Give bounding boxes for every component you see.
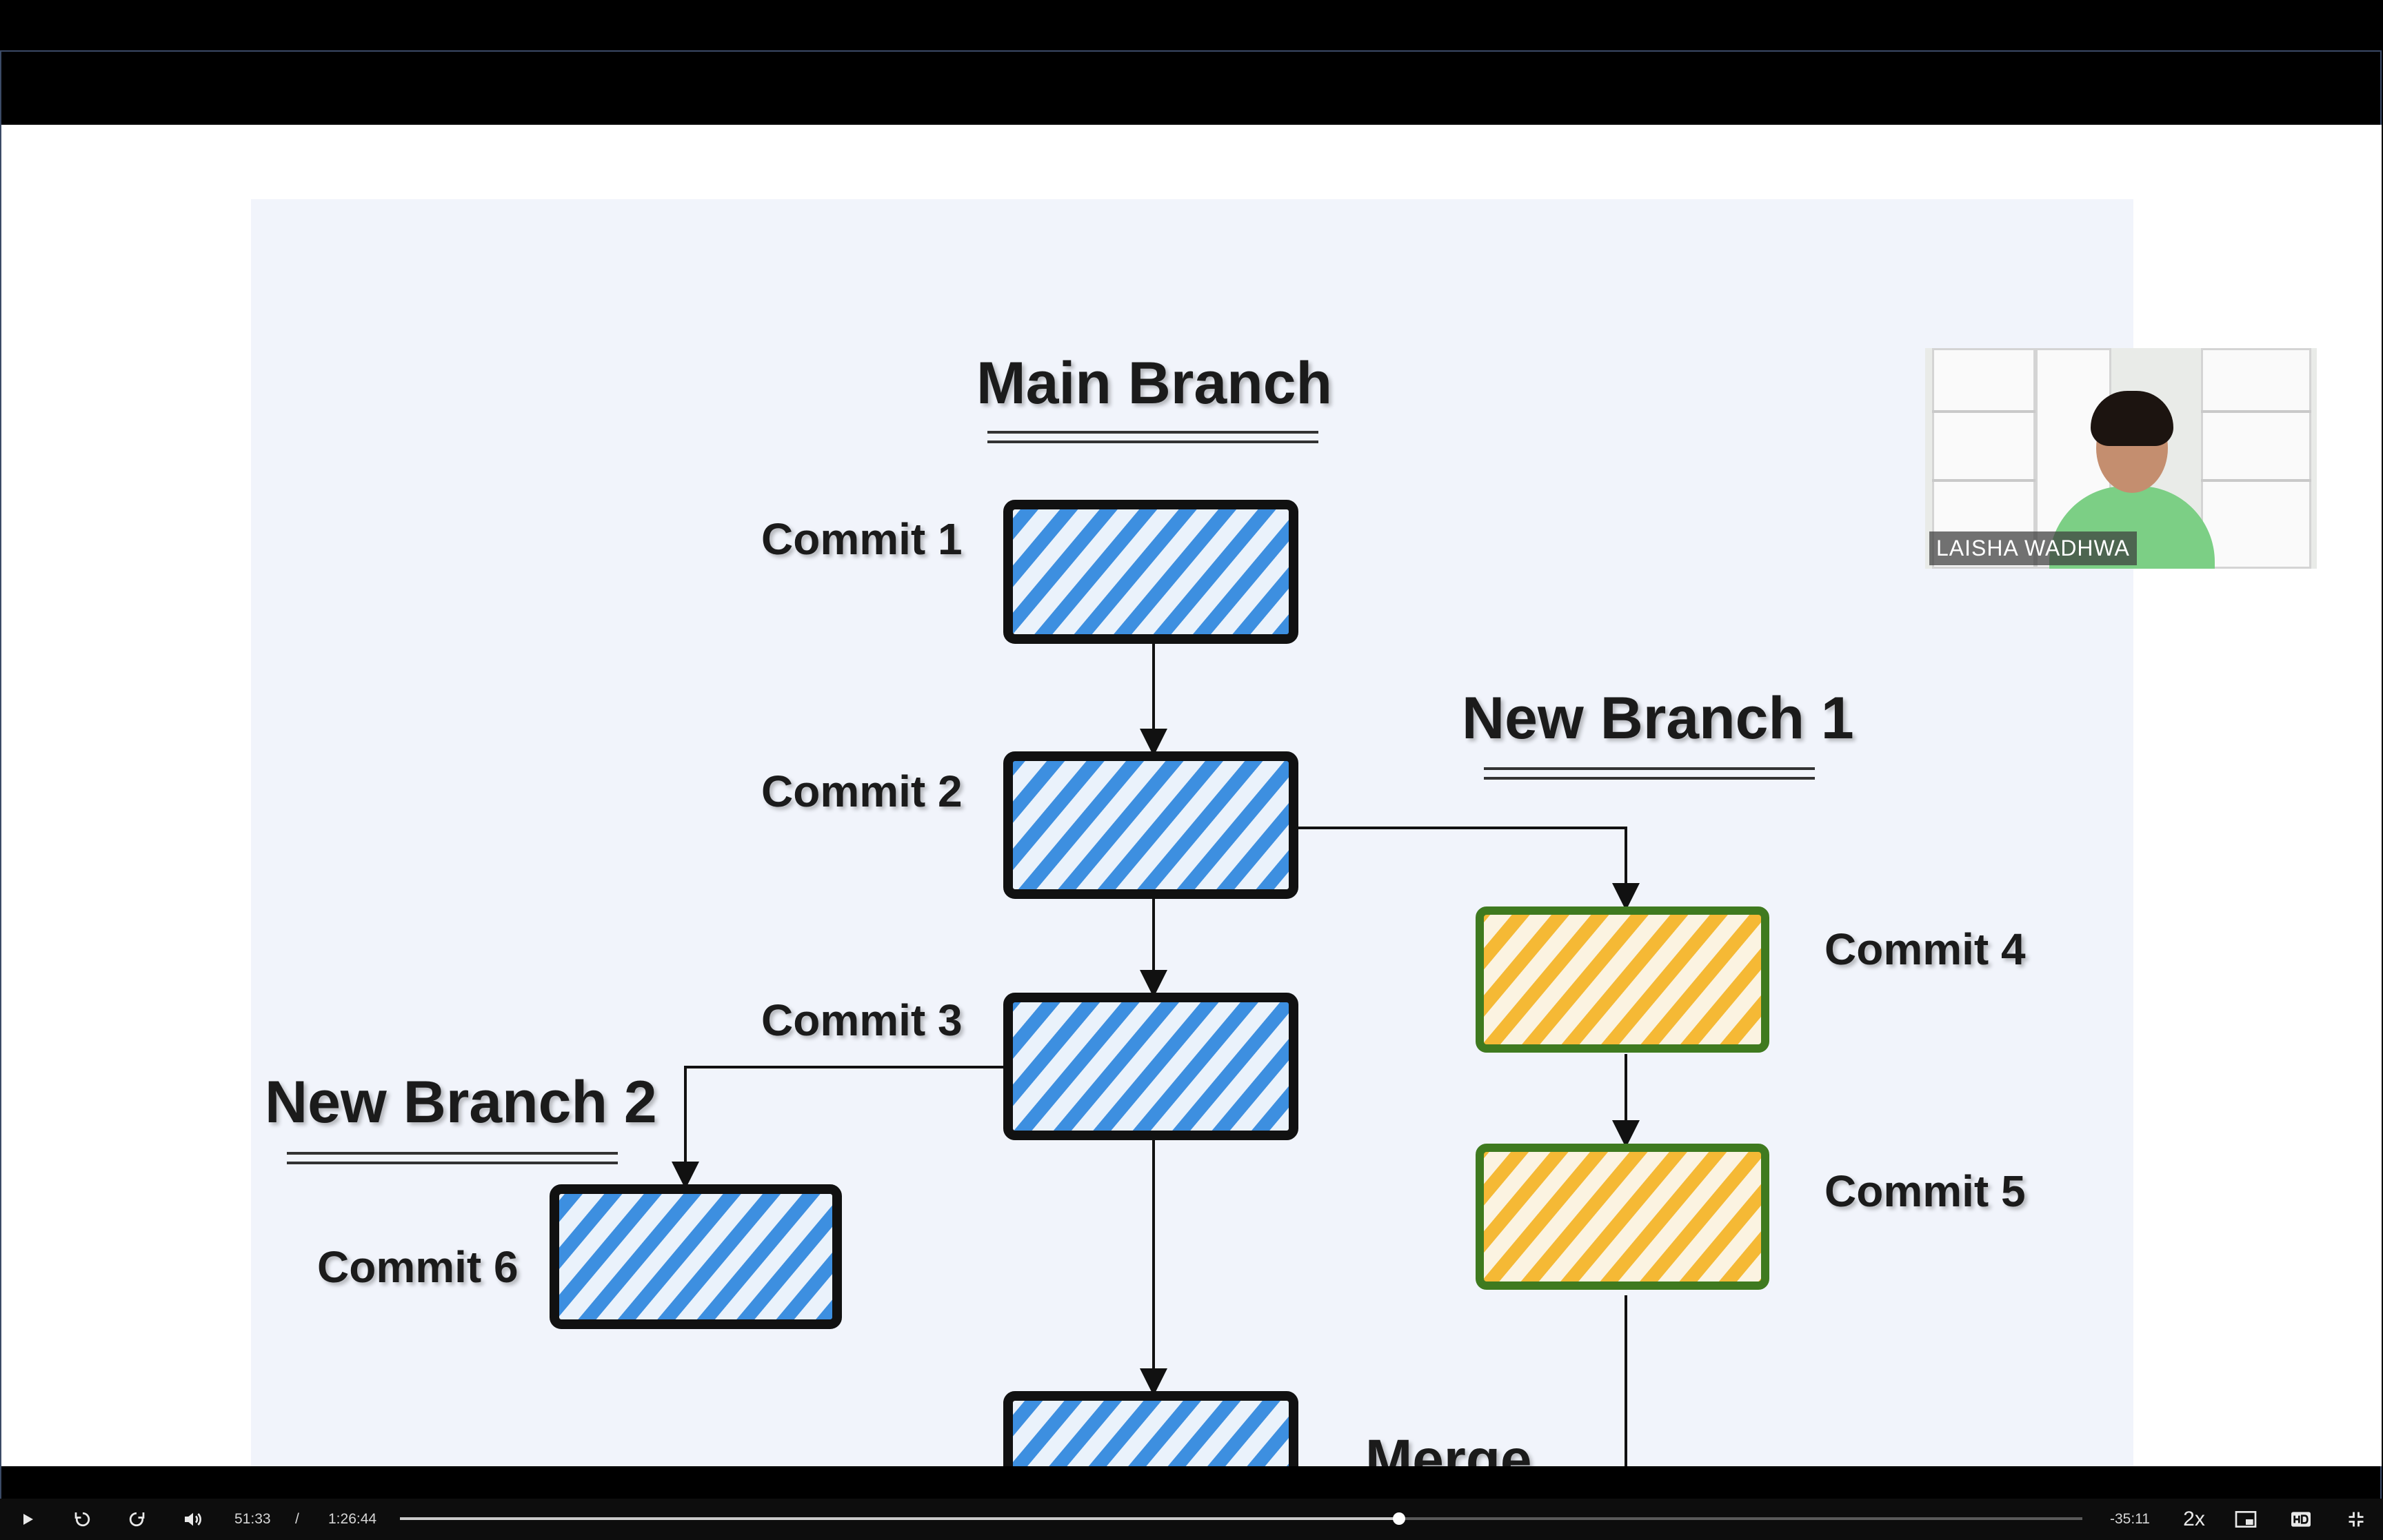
connectors: [672, 639, 1640, 1466]
commit-6-box: [550, 1184, 842, 1329]
forward-button[interactable]: [123, 1499, 150, 1540]
picture-in-picture-button[interactable]: [2230, 1499, 2262, 1540]
volume-button[interactable]: [178, 1499, 208, 1540]
shelf-divider: [1932, 410, 2035, 413]
presenter-hair: [2091, 391, 2173, 446]
main-branch-underline: [987, 431, 1318, 443]
time-separator: /: [295, 1511, 299, 1527]
commit-3-box: [1003, 993, 1298, 1140]
commit-4-label: Commit 4: [1824, 924, 2026, 974]
progress-bar[interactable]: [400, 1512, 2082, 1525]
commit-1-box: [1003, 500, 1298, 644]
shelf-divider: [2201, 479, 2311, 482]
new-branch-2-title: New Branch 2: [265, 1069, 657, 1135]
commit-1-label: Commit 1: [761, 514, 963, 564]
commit-4-box: [1476, 906, 1769, 1053]
new-branch-2-underline: [287, 1152, 618, 1164]
main-branch-title: Main Branch: [976, 350, 1333, 416]
exit-fullscreen-button[interactable]: [2340, 1499, 2372, 1540]
presenter-name-tag: LAISHA WADHWA: [1929, 531, 2137, 565]
hd-quality-button[interactable]: [2285, 1499, 2317, 1540]
play-icon: [23, 1514, 33, 1525]
slide: Main Branch New Branch 1 New Branch 2 Co…: [251, 199, 2133, 1466]
rewind-button[interactable]: [69, 1499, 97, 1540]
progress-bar-fill: [400, 1517, 1400, 1520]
current-time: 51:33: [234, 1511, 271, 1527]
shelf-divider: [1932, 479, 2035, 482]
merge-commit-box: [1003, 1391, 1298, 1466]
volume-icon: [185, 1512, 201, 1526]
commit-2-box: [1003, 751, 1298, 899]
forward-icon: [129, 1512, 145, 1527]
arrow-c5-merge: [1625, 1295, 1627, 1466]
picture-in-picture-icon: [2235, 1511, 2257, 1528]
exit-fullscreen-icon: [2349, 1512, 2364, 1527]
commit-3-label: Commit 3: [761, 995, 963, 1045]
shelf-divider: [2201, 410, 2311, 413]
playback-speed-label: 2x: [2183, 1508, 2205, 1530]
remaining-time: -35:11: [2110, 1511, 2150, 1527]
commit-5-box: [1476, 1144, 1769, 1290]
presenter-webcam[interactable]: LAISHA WADHWA: [1925, 348, 2317, 569]
hd-icon: [2291, 1512, 2311, 1527]
video-viewport[interactable]: Main Branch New Branch 1 New Branch 2 Co…: [1, 125, 2382, 1466]
commit-2-label: Commit 2: [761, 767, 963, 816]
bookshelf: [2201, 348, 2311, 569]
play-button[interactable]: [14, 1499, 41, 1540]
merge-label: Merge: [1365, 1428, 1532, 1466]
rewind-icon: [74, 1512, 90, 1527]
new-branch-1-underline: [1484, 767, 1815, 780]
commit-5-label: Commit 5: [1824, 1166, 2026, 1216]
commit-6-label: Commit 6: [317, 1242, 519, 1292]
new-branch-1-title: New Branch 1: [1462, 685, 1854, 751]
progress-scrubber-handle[interactable]: [1393, 1512, 1406, 1525]
arrow-c2-c4: [1294, 827, 1640, 911]
playback-speed-button[interactable]: 2x: [2172, 1499, 2216, 1540]
total-duration: 1:26:44: [328, 1511, 377, 1527]
arrow-c3-c6: [672, 1066, 1007, 1189]
branch-diagram: [287, 431, 1815, 1466]
